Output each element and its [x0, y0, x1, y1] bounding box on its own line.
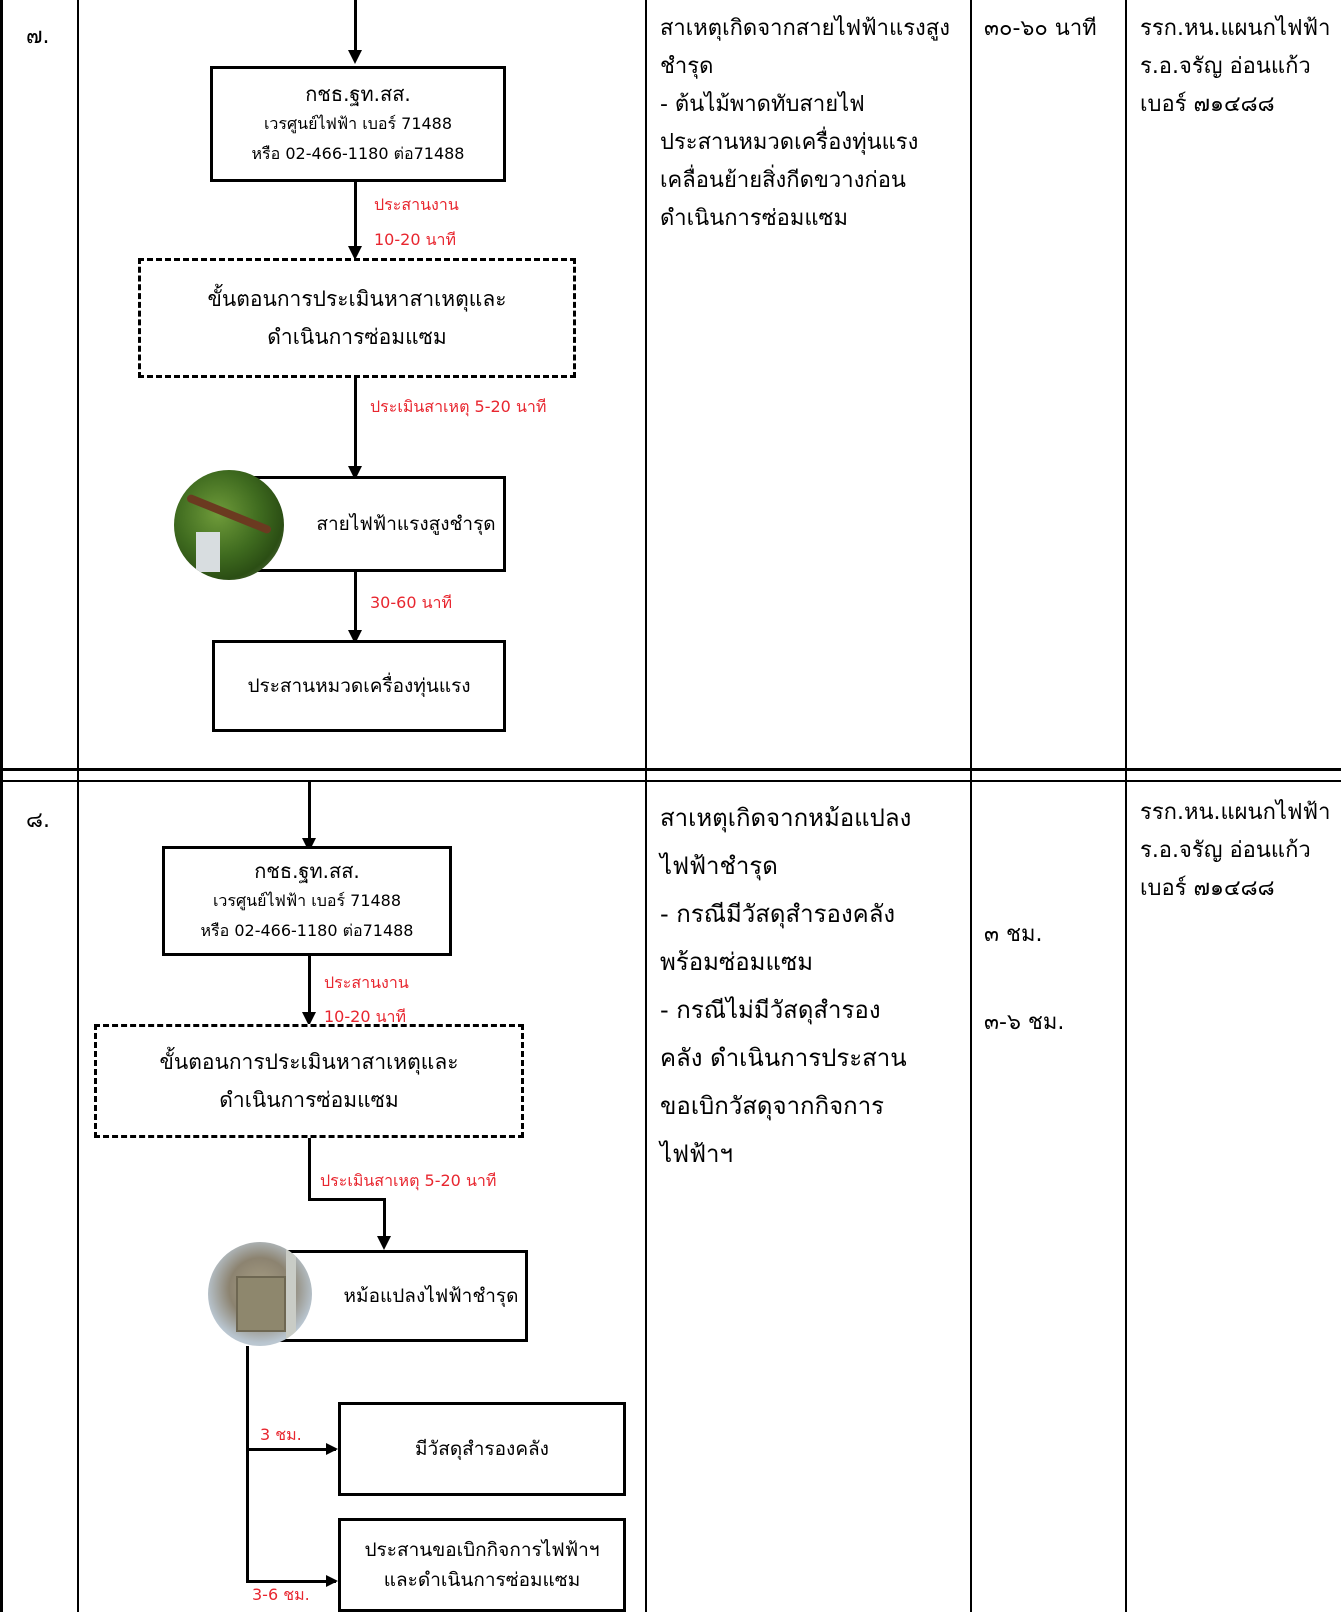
agency-box: กชธ.ฐท.สส. เวรศูนย์ไฟฟ้า เบอร์ 71488 หรื… — [162, 846, 452, 956]
assess-line1: ขั้นตอนการประเมินหาสาเหตุและ — [207, 287, 507, 311]
row-responsible: รรก.หน.แผนกไฟฟ้า ร.อ.จรัญ อ่อนแก้ว เบอร์… — [1140, 800, 1331, 901]
row-description: สาเหตุเกิดจากสายไฟฟ้าแรงสูง ชำรุด - ต้นไ… — [660, 16, 950, 231]
flow-connector — [308, 1198, 386, 1201]
arrow-right-icon — [326, 1575, 338, 1587]
flow-connector — [308, 1138, 311, 1200]
agency-phone-alt: หรือ 02-466-1180 ต่อ71488 — [251, 144, 465, 163]
agency-title: กชธ.ฐท.สส. — [254, 859, 360, 883]
transformer-photo — [208, 1242, 312, 1346]
assess-line1: ขั้นตอนการประเมินหาสาเหตุและ — [159, 1050, 459, 1074]
flow-connector — [246, 1448, 336, 1451]
coordinate-label: ประสานงาน — [374, 195, 459, 214]
agency-phone: เวรศูนย์ไฟฟ้า เบอร์ 71488 — [212, 891, 402, 910]
cause-label: หม้อแปลงไฟฟ้าชำรุด — [343, 1285, 519, 1307]
branch1-label: มีวัสดุสำรองคลัง — [415, 1438, 549, 1460]
branch1-time: 3 ชม. — [260, 1425, 302, 1444]
agency-box: กชธ.ฐท.สส. เวรศูนย์ไฟฟ้า เบอร์ 71488 หรื… — [210, 66, 506, 182]
branch2-line1: ประสานขอเบิกกิจการไฟฟ้าฯ — [364, 1539, 600, 1561]
column-divider-2 — [645, 0, 647, 1612]
column-divider-1 — [77, 0, 79, 1612]
agency-title: กชธ.ฐท.สส. — [305, 82, 411, 106]
arrow-down-icon — [302, 1012, 316, 1026]
branch1-box: มีวัสดุสำรองคลัง — [338, 1402, 626, 1496]
row-divider-lower — [0, 780, 1341, 782]
row-duration: ๓๐-๖๐ นาที — [984, 16, 1097, 41]
arrow-down-icon — [377, 1236, 391, 1250]
table-border-left — [0, 0, 3, 1612]
arrow-right-icon — [326, 1443, 338, 1455]
assess-line2: ดำเนินการซ่อมแซม — [219, 1088, 399, 1112]
assess-box: ขั้นตอนการประเมินหาสาเหตุและ ดำเนินการซ่… — [94, 1024, 524, 1138]
coordinate-time: 10-20 นาที — [374, 230, 457, 249]
coordinate-label: ประสานงาน — [324, 973, 409, 992]
cause-box: หม้อแปลงไฟฟ้าชำรุด — [278, 1250, 528, 1342]
cause-label: สายไฟฟ้าแรงสูงชำรุด — [316, 513, 496, 535]
arrow-down-icon — [348, 246, 362, 260]
row-number: ๗. — [26, 24, 50, 49]
row-number: ๘. — [26, 808, 50, 833]
assess-box: ขั้นตอนการประเมินหาสาเหตุและ ดำเนินการซ่… — [138, 258, 576, 378]
row-duration-1: ๓ ชม. — [984, 922, 1043, 947]
coordinate-time: 10-20 นาที — [324, 1007, 407, 1026]
flow-connector — [308, 782, 311, 842]
row-description: สาเหตุเกิดจากหม้อแปลง ไฟฟ้าชำรุด - กรณีม… — [660, 804, 912, 1168]
column-divider-3 — [970, 0, 972, 1612]
column-divider-4 — [1125, 0, 1127, 1612]
row-duration-2: ๓-๖ ชม. — [984, 1010, 1065, 1035]
arrow-down-icon — [348, 50, 362, 64]
assess-line2: ดำเนินการซ่อมแซม — [267, 325, 447, 349]
row-responsible: รรก.หน.แผนกไฟฟ้า ร.อ.จรัญ อ่อนแก้ว เบอร์… — [1140, 16, 1331, 117]
row-divider — [0, 768, 1341, 771]
flow-connector — [308, 956, 311, 1016]
flow-connector — [354, 572, 357, 634]
branch2-time: 3-6 ชม. — [252, 1585, 310, 1604]
flow-connector — [246, 1580, 336, 1583]
final-box: ประสานหมวดเครื่องทุ่นแรง — [212, 640, 506, 732]
cause-time: 30-60 นาที — [370, 593, 453, 612]
agency-phone: เวรศูนย์ไฟฟ้า เบอร์ 71488 — [263, 114, 453, 133]
final-label: ประสานหมวดเครื่องทุ่นแรง — [247, 675, 471, 697]
branch2-line2: และดำเนินการซ่อมแซม — [383, 1569, 581, 1591]
flow-connector — [383, 1198, 386, 1238]
flow-connector — [354, 0, 357, 52]
assess-time: ประเมินสาเหตุ 5-20 นาที — [320, 1171, 497, 1190]
cause-box: สายไฟฟ้าแรงสูงชำรุด — [252, 476, 506, 572]
flow-connector — [354, 182, 357, 250]
flow-connector — [354, 378, 357, 470]
flow-connector — [246, 1346, 249, 1582]
power-line-photo — [174, 470, 284, 580]
agency-phone-alt: หรือ 02-466-1180 ต่อ71488 — [200, 921, 414, 940]
assess-time: ประเมินสาเหตุ 5-20 นาที — [370, 397, 547, 416]
branch2-box: ประสานขอเบิกกิจการไฟฟ้าฯ และดำเนินการซ่อ… — [338, 1518, 626, 1612]
